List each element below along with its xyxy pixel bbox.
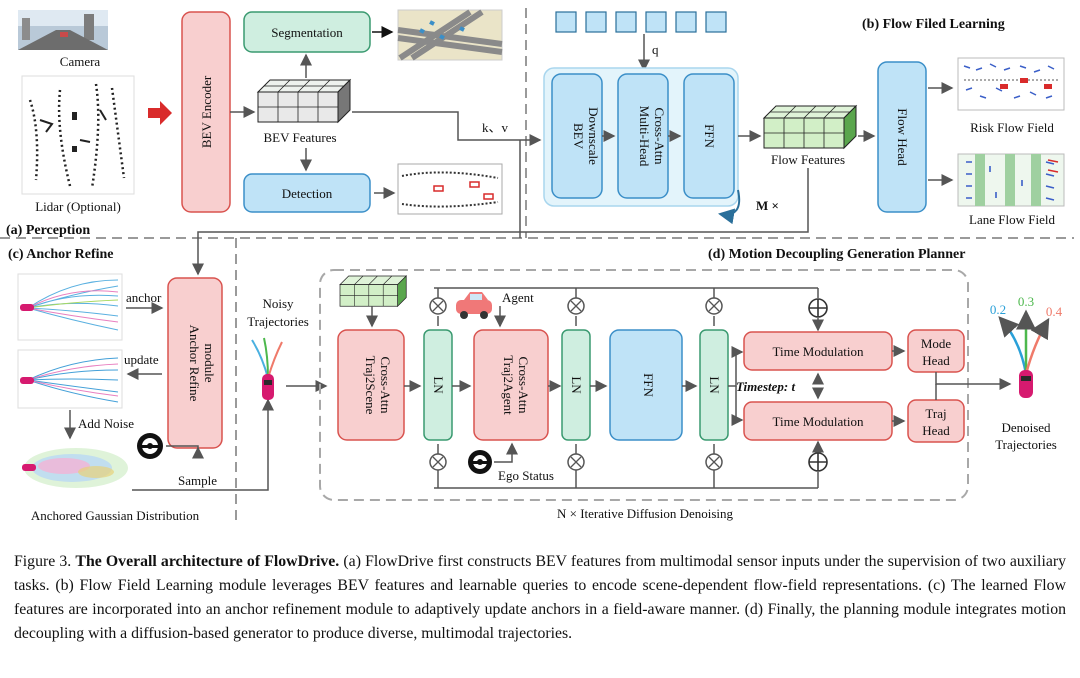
repeat-loop-icon [718,189,741,225]
section-d-title: (d) Motion Decoupling Generation Planner [708,247,965,262]
bev-features-label: BEV Features [263,130,336,145]
add-nodes [808,298,828,472]
query-label: q [652,42,659,57]
iteration-label: N × Iterative Diffusion Denoising [557,506,734,521]
camera-label: Camera [60,54,101,69]
denoising-container [319,269,969,501]
perception-section: Camera Lidar (Optional) BEV Encoder Segm… [18,9,542,238]
flow-section: (b) Flow Filed Learning q BEV Downscale … [543,11,1065,227]
steering-wheel-icon [137,433,163,459]
traj-head-label-1: Traj [925,406,946,421]
planner-ffn-block [609,329,683,441]
score-label-3: 0.4 [1046,304,1063,319]
flow-ffn-block [683,73,735,199]
segmentation-map-image [397,9,503,61]
section-separators [0,8,1074,520]
caption-body: (a) FlowDrive first constructs BEV featu… [14,553,1067,642]
anchor-label: anchor [126,290,162,305]
anchor-refine-label-1: Anchor Refine [187,325,202,402]
figure-caption: Figure 3. The Overall architecture of Fl… [14,550,1066,646]
cross-attn-label-2: Cross-Attn [652,107,667,165]
section-b-title: (b) Flow Filed Learning [862,17,1005,32]
ln-block-1 [423,329,453,441]
detection-block [243,173,371,213]
downscale-label-2: Downscale [586,107,601,165]
ln-label-1: LN [431,376,446,394]
lidar-label: Lidar (Optional) [35,199,121,214]
bev-encoder-label: BEV Encoder [199,75,214,148]
noisy-label-1: Noisy [262,296,294,311]
traj2agent-label-1: Traj2Agent [501,355,516,415]
denoised-label-1: Denoised [1001,420,1051,435]
segmentation-block [243,11,371,53]
flow-head-block [877,61,927,213]
ln-block-2 [561,329,591,441]
risk-flow-label: Risk Flow Field [970,120,1054,135]
detection-label: Detection [282,186,333,201]
bev-features-cube [257,79,351,123]
repeat-label: M × [756,198,779,213]
anchor-section: (c) Anchor Refine anchor update Anchor R… [8,247,274,523]
architecture-diagram: Camera Lidar (Optional) BEV Encoder Segm… [0,8,1074,523]
downscale-label-1: BEV [571,123,586,150]
caption-title: The Overall architecture of FlowDrive. [75,553,340,570]
agent-car-icon [456,292,492,319]
ego-status-label: Ego Status [498,468,554,483]
updated-anchor-image [17,349,123,409]
time-mod-label-bottom: Time Modulation [773,414,864,429]
sample-label: Sample [178,473,217,488]
multiply-glyphs [432,300,720,468]
traj2agent-block [473,329,549,441]
mode-head-label-1: Mode [921,336,952,351]
anchor-refine-label-2: module [202,344,217,383]
traj2agent-label-2: Cross-Attn [516,356,531,414]
detection-map-image [397,163,503,215]
section-c-title: (c) Anchor Refine [8,247,114,262]
flow-ffn-label: FFN [702,124,717,148]
score-label-1: 0.2 [990,302,1006,317]
input-arrow-icon [148,101,172,125]
ln-block-3 [699,329,729,441]
caption-prefix: Figure 3. [14,553,72,570]
gaussian-distribution-image [16,442,128,494]
traj2scene-label-1: Traj2Scene [363,356,378,415]
lane-flow-label: Lane Flow Field [969,212,1055,227]
scene-features-cube [339,275,408,308]
ln-label-3: LN [707,376,722,394]
flow-head-label: Flow Head [895,108,910,166]
flow-features-label: Flow Features [771,152,845,167]
learnable-queries [555,11,727,33]
risk-flow-image [957,57,1065,111]
flow-features-cube [762,104,858,150]
section-a-title: (a) Perception [6,223,90,238]
planner-section: (d) Motion Decoupling Generation Planner… [247,247,1062,521]
camera-image [18,10,108,50]
segmentation-label: Segmentation [271,25,343,40]
timestep-label: Timestep: t [736,379,795,394]
ego-steering-icon [468,450,492,474]
agent-label: Agent [502,290,534,305]
score-label-2: 0.3 [1018,294,1034,309]
ln-label-2: LN [569,376,584,394]
time-mod-label-top: Time Modulation [773,344,864,359]
traj-head-label-2: Head [922,423,950,438]
planner-ffn-label: FFN [641,373,656,397]
denoised-label-2: Trajectories [995,437,1057,452]
lidar-image [21,75,135,195]
anchor-image [17,273,123,341]
traj2scene-label-2: Cross-Attn [378,356,393,414]
mode-head-label-2: Head [922,353,950,368]
cross-attn-label-1: Multi-Head [637,106,652,167]
update-label: update [124,352,159,367]
denoised-trajectories-icon [998,309,1050,398]
noisy-trajectories-icon [251,337,283,400]
residual-connections [434,287,818,489]
lane-flow-image [957,153,1065,207]
traj2scene-block [337,329,405,441]
noisy-label-2: Trajectories [247,314,309,329]
kv-label: k、v [482,120,509,135]
add-noise-label: Add Noise [78,416,134,431]
gaussian-label: Anchored Gaussian Distribution [31,508,200,523]
